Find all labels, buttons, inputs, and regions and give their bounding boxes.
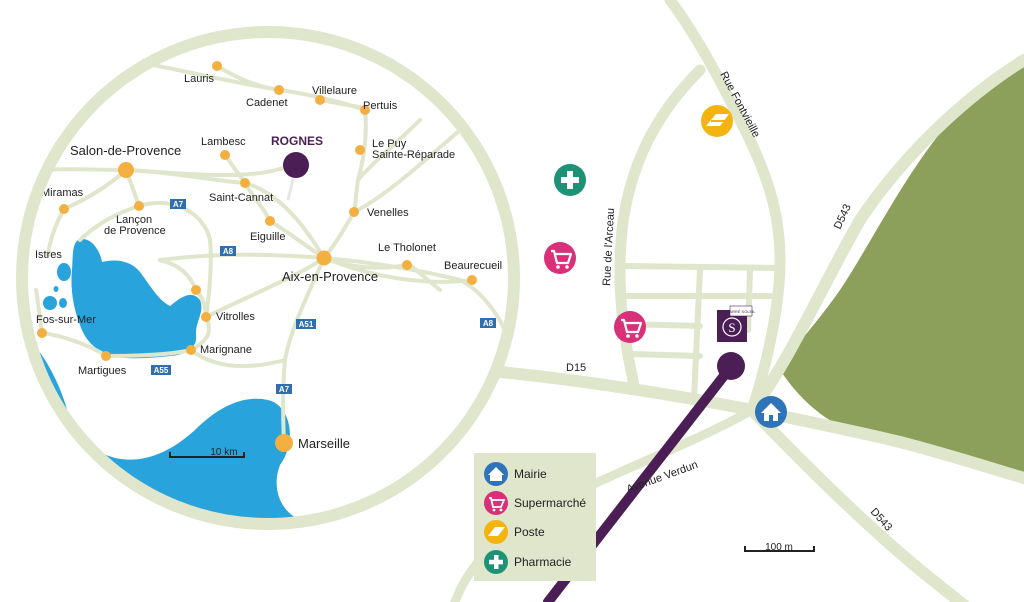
svg-text:Martigues: Martigues xyxy=(78,365,127,377)
svg-text:Marseille: Marseille xyxy=(298,436,350,451)
road-d543-north xyxy=(746,54,1024,416)
legend-label-mairie: Mairie xyxy=(514,467,547,481)
svg-text:Vitrolles: Vitrolles xyxy=(216,311,255,323)
svg-text:Istres: Istres xyxy=(35,249,62,261)
svg-text:Le Puy: Le Puy xyxy=(372,138,407,150)
supermarche-icon[interactable] xyxy=(544,242,576,274)
supermarche-icon[interactable] xyxy=(614,311,646,343)
svg-text:Lançon: Lançon xyxy=(116,214,152,226)
poste-icon[interactable] xyxy=(701,105,733,137)
local-map: CARRÉ SOLEIL S Rue Fontvieille Rue de l'… xyxy=(450,0,1024,602)
legend-item-pharmacie: Pharmacie xyxy=(484,550,572,574)
svg-text:Salon-de-Provence: Salon-de-Provence xyxy=(70,143,181,158)
svg-text:A7: A7 xyxy=(279,385,290,394)
svg-text:Villelaure: Villelaure xyxy=(312,85,357,97)
legend-item-supermarche: Supermarché xyxy=(484,491,586,515)
svg-text:Aix-en-Provence: Aix-en-Provence xyxy=(282,269,378,284)
svg-text:Sainte-Réparade: Sainte-Réparade xyxy=(372,149,455,161)
town-dots xyxy=(37,61,477,452)
etang-de-berre xyxy=(71,239,202,359)
highway-shield-a8-east: A8 xyxy=(480,318,496,328)
svg-text:A7: A7 xyxy=(173,200,184,209)
town-labels: Lauris Cadenet Villelaure Pertuis Lambes… xyxy=(35,73,502,451)
road-d15 xyxy=(494,366,1024,484)
highway-shield-a7-north: A7 xyxy=(170,199,186,209)
svg-text:Marignane: Marignane xyxy=(200,344,252,356)
mairie-icon[interactable] xyxy=(755,396,787,428)
street-label-arceau: Rue de l'Arceau xyxy=(601,208,617,286)
road-grid xyxy=(619,263,783,401)
local-scale-bar: 100 m xyxy=(744,542,815,553)
highway-shield-a51: A51 xyxy=(296,319,316,329)
svg-text:Fos-sur-Mer: Fos-sur-Mer xyxy=(36,314,96,326)
building-logo-letter: S xyxy=(728,320,735,335)
svg-text:A8: A8 xyxy=(223,247,234,256)
legend-label-poste: Poste xyxy=(514,525,545,539)
local-scale-label: 100 m xyxy=(765,542,793,553)
svg-text:A51: A51 xyxy=(299,320,314,329)
inset-border xyxy=(16,26,520,530)
svg-text:Pertuis: Pertuis xyxy=(363,100,398,112)
legend: Mairie Supermarché Poste Pharmacie xyxy=(474,453,596,581)
legend-item-poste: Poste xyxy=(484,520,545,544)
regional-inset-map: A7 A8 A51 A8 A55 A7 xyxy=(16,26,520,530)
svg-text:Miramas: Miramas xyxy=(41,187,84,199)
highway-shield-a55: A55 xyxy=(151,365,171,375)
svg-text:Eiguille: Eiguille xyxy=(250,231,285,243)
svg-text:Saint-Cannat: Saint-Cannat xyxy=(209,192,273,204)
pond xyxy=(57,263,71,281)
svg-text:Lauris: Lauris xyxy=(184,73,214,85)
rognes-marker: ROGNES xyxy=(271,134,323,201)
building-tag: CARRÉ SOLEIL xyxy=(726,309,756,314)
highway-shield-a8-west: A8 xyxy=(220,246,236,256)
svg-text:Beaurecueil: Beaurecueil xyxy=(444,260,502,272)
svg-text:A8: A8 xyxy=(483,319,494,328)
street-label-d15: D15 xyxy=(566,362,586,374)
road-d543-south xyxy=(746,404,970,602)
legend-label-supermarche: Supermarché xyxy=(514,496,586,510)
svg-text:de Provence: de Provence xyxy=(104,225,166,237)
building-marker xyxy=(717,352,745,380)
inset-scale-label: 10 km xyxy=(210,447,237,458)
pond xyxy=(53,286,59,292)
pharmacie-icon[interactable] xyxy=(554,164,586,196)
svg-text:Cadenet: Cadenet xyxy=(246,97,288,109)
svg-text:Le Tholonet: Le Tholonet xyxy=(378,242,436,254)
green-area xyxy=(780,55,1024,478)
road-fontvieille xyxy=(664,0,786,416)
building-logo: CARRÉ SOLEIL S xyxy=(717,305,756,342)
pond xyxy=(43,296,57,310)
highway-shield-a7-south: A7 xyxy=(276,384,292,394)
svg-text:A55: A55 xyxy=(154,366,169,375)
rognes-label: ROGNES xyxy=(271,134,323,148)
svg-text:Venelles: Venelles xyxy=(367,207,409,219)
legend-item-mairie: Mairie xyxy=(484,462,547,486)
legend-label-pharmacie: Pharmacie xyxy=(514,555,572,569)
inset-scale-bar: 10 km xyxy=(169,447,245,458)
svg-text:Lambesc: Lambesc xyxy=(201,136,246,148)
pond xyxy=(59,298,67,308)
